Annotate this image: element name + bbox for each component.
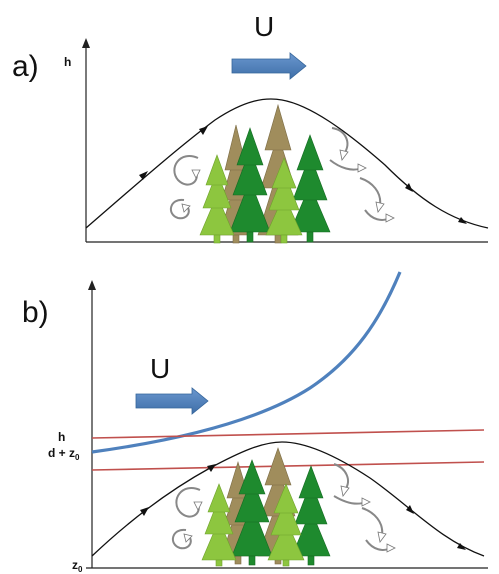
panel-b-flow-tick-4 <box>457 543 466 550</box>
swirl-icon <box>359 177 382 207</box>
tree-dark-green <box>229 127 271 243</box>
tree-light-green <box>199 154 235 244</box>
tree-dark-green <box>231 459 273 566</box>
panel-b-d-label: d + z0 <box>48 446 80 462</box>
panel-b-displacement-line <box>91 461 485 471</box>
tree-light-green <box>265 157 303 244</box>
tree-light-green <box>201 483 237 567</box>
panel-a-h-label: h <box>64 55 71 69</box>
panel-b-wind-profile <box>91 271 402 454</box>
swirl-icon <box>169 198 190 220</box>
swirl-icon <box>361 507 384 537</box>
swirl-icon <box>173 155 199 186</box>
panel-b-z0-label: z0 <box>72 558 83 574</box>
panel-b-h-label: h <box>58 430 65 444</box>
panel-a-forest <box>199 103 331 244</box>
swirl-icon <box>175 487 201 518</box>
tree-light-green <box>267 483 305 567</box>
panel-a-flow-tick-3 <box>405 183 413 192</box>
tree-dark-green <box>291 465 331 566</box>
panel-a-flow-tick-1 <box>139 171 148 180</box>
tree-dark-green <box>289 134 331 243</box>
panel-b-flow-tick-1 <box>140 507 149 516</box>
panel-b-y-axis-arrowhead <box>88 280 96 290</box>
panel-b-flow-tick-3 <box>406 505 414 514</box>
panel-b: b) h d + z0 z0 U <box>22 271 488 574</box>
panel-b-h-line <box>91 429 485 439</box>
panel-a-y-axis-arrowhead <box>82 38 90 48</box>
swirl-icon <box>329 159 363 171</box>
panel-a-label: a) <box>12 50 39 83</box>
swirl-icon <box>171 528 192 550</box>
panel-a: a) h U <box>12 11 489 244</box>
panel-b-wind-arrow <box>135 387 209 415</box>
panel-b-label: b) <box>22 296 49 329</box>
panel-a-eddy-heads <box>181 149 395 223</box>
panel-b-wind-label: U <box>150 353 170 384</box>
swirl-icon <box>333 495 367 505</box>
panel-a-flow-tick-2 <box>199 126 208 135</box>
panel-a-wind-label: U <box>254 11 274 42</box>
panel-a-wind-arrow <box>231 52 307 80</box>
panel-b-forest <box>201 447 331 567</box>
panel-a-streamline <box>85 98 489 229</box>
panel-b-flow-tick-2 <box>207 464 216 472</box>
panel-b-eddy-heads <box>183 485 396 553</box>
panel-a-flow-tick-4 <box>458 217 467 224</box>
